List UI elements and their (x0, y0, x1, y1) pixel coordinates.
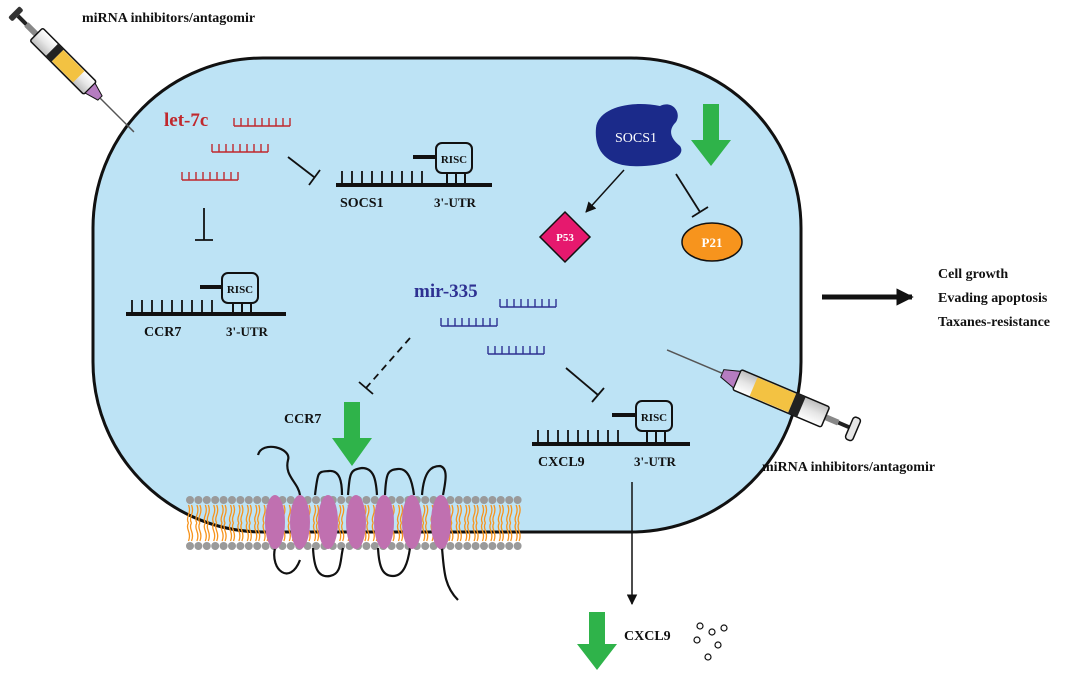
mir335-label: mir-335 (414, 281, 478, 302)
outcome-taxanes-resistance: Taxanes-resistance (938, 315, 1050, 330)
mirna-strand (211, 144, 269, 153)
injector-top-label: miRNA inhibitors/antagomir (82, 11, 255, 26)
mirna-strand (487, 346, 545, 355)
mirna-strands (181, 118, 557, 355)
mirna-strand (181, 172, 239, 181)
syringe-icon (666, 349, 862, 442)
cxcl9-risc-label: RISC (641, 412, 667, 424)
risc-complex-icon (435, 142, 473, 174)
cxcl9-mrna (532, 400, 690, 446)
secreted-cxcl9-dots (693, 622, 728, 661)
cxcl9-secreted-label: CXCL9 (624, 629, 671, 644)
syringe-icon (8, 6, 135, 133)
mirna-strand (440, 318, 498, 327)
p21-label: P21 (702, 235, 723, 250)
socs1-risc-label: RISC (441, 154, 467, 166)
cxcl9-gene-label: CXCL9 (538, 455, 585, 470)
p53-label: P53 (556, 232, 574, 244)
ccr7-gene-label: CCR7 (144, 325, 181, 340)
socs1-utr-label: 3'-UTR (434, 195, 477, 210)
cxcl9-utr-label: 3'-UTR (634, 454, 677, 469)
outcome-cell-growth: Cell growth (938, 267, 1008, 282)
mirna-strand (233, 118, 291, 127)
let7c-label: let-7c (164, 110, 208, 131)
risc-complex-icon (221, 272, 259, 304)
ccr7-risc-label: RISC (227, 284, 253, 296)
ccr7-receptor (256, 445, 459, 601)
socs1-protein (595, 104, 682, 167)
socs1-gene-label: SOCS1 (340, 196, 384, 211)
risc-complex-icon (635, 400, 673, 432)
down-arrow-icon (577, 612, 617, 670)
inhibition-lines (195, 156, 709, 403)
outcome-evading-apoptosis: Evading apoptosis (938, 291, 1048, 306)
socs1-mrna (336, 142, 492, 187)
p53-node (538, 210, 592, 264)
down-arrow-icon (332, 402, 372, 466)
socs1-protein-label: SOCS1 (615, 131, 657, 146)
p21-node (681, 222, 743, 262)
ccr7-mrna (126, 272, 286, 316)
ccr7-receptor-label: CCR7 (284, 412, 321, 427)
down-arrow-icon (691, 104, 731, 166)
mirna-strand (499, 299, 557, 308)
activation-arrows (585, 169, 638, 606)
injector-bottom-label: miRNA inhibitors/antagomir (762, 460, 935, 475)
ccr7-utr-label: 3'-UTR (226, 324, 269, 339)
